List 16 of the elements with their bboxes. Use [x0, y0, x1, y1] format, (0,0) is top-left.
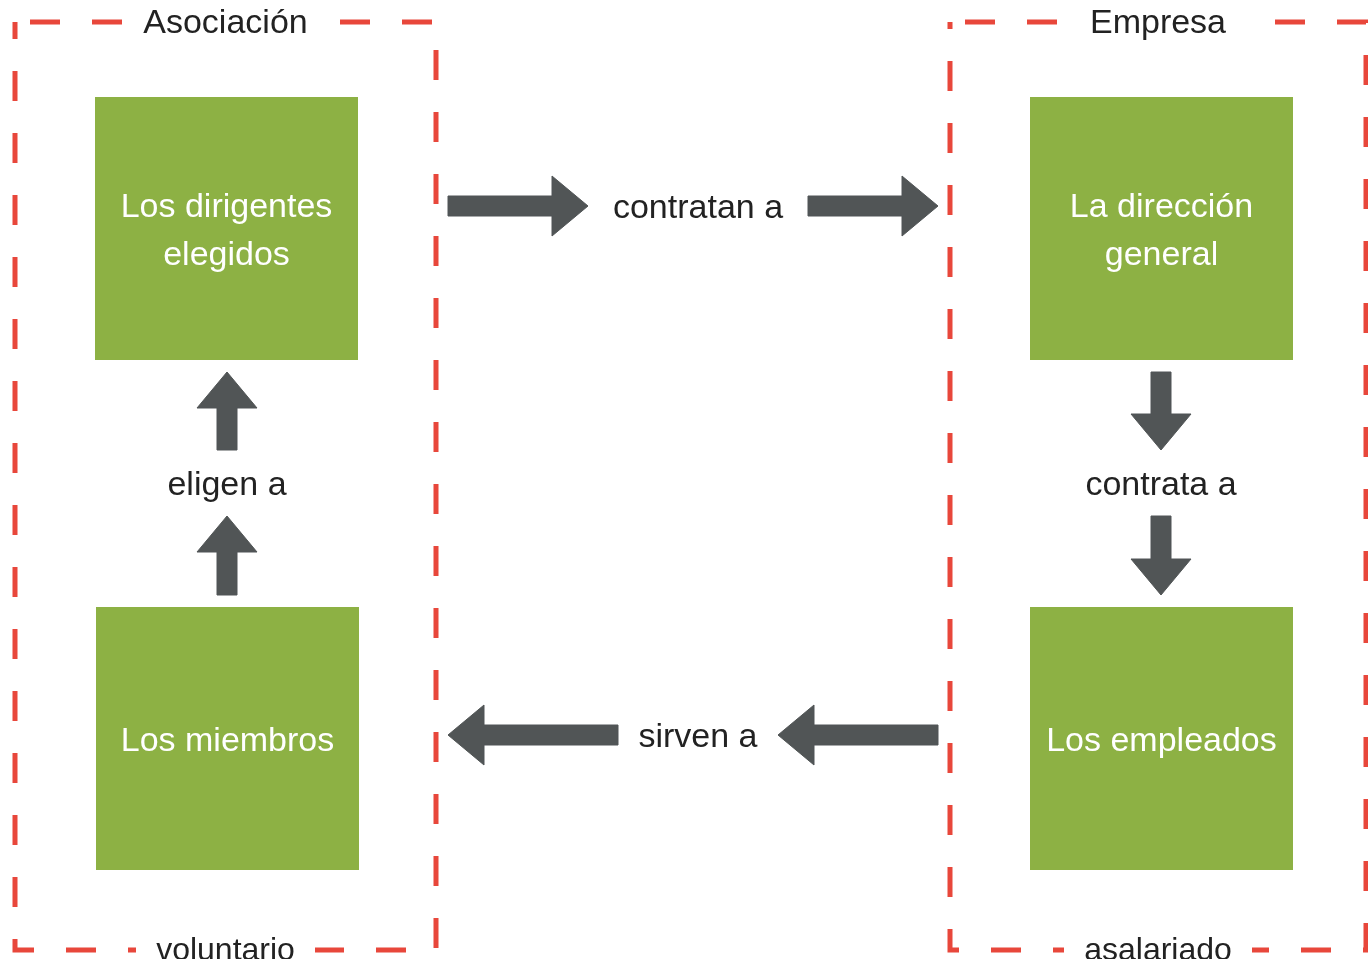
process-box: Los empleados — [1030, 607, 1293, 870]
block-arrow — [1130, 515, 1192, 596]
arrow-label: contrata a — [1073, 462, 1249, 504]
block-arrow — [447, 704, 619, 766]
arrow-label: contratan a — [600, 185, 796, 227]
block-arrow — [1130, 371, 1192, 451]
block-arrow — [196, 371, 258, 451]
block-arrow — [777, 704, 939, 766]
process-box: Los dirigentes elegidos — [95, 97, 358, 360]
block-arrow — [447, 175, 589, 237]
block-arrow — [196, 515, 258, 596]
block-arrow — [807, 175, 939, 237]
arrow-label: sirven a — [630, 714, 766, 756]
process-box: La dirección general — [1030, 97, 1293, 360]
process-box: Los miembros — [96, 607, 359, 870]
arrow-label: eligen a — [157, 462, 297, 504]
